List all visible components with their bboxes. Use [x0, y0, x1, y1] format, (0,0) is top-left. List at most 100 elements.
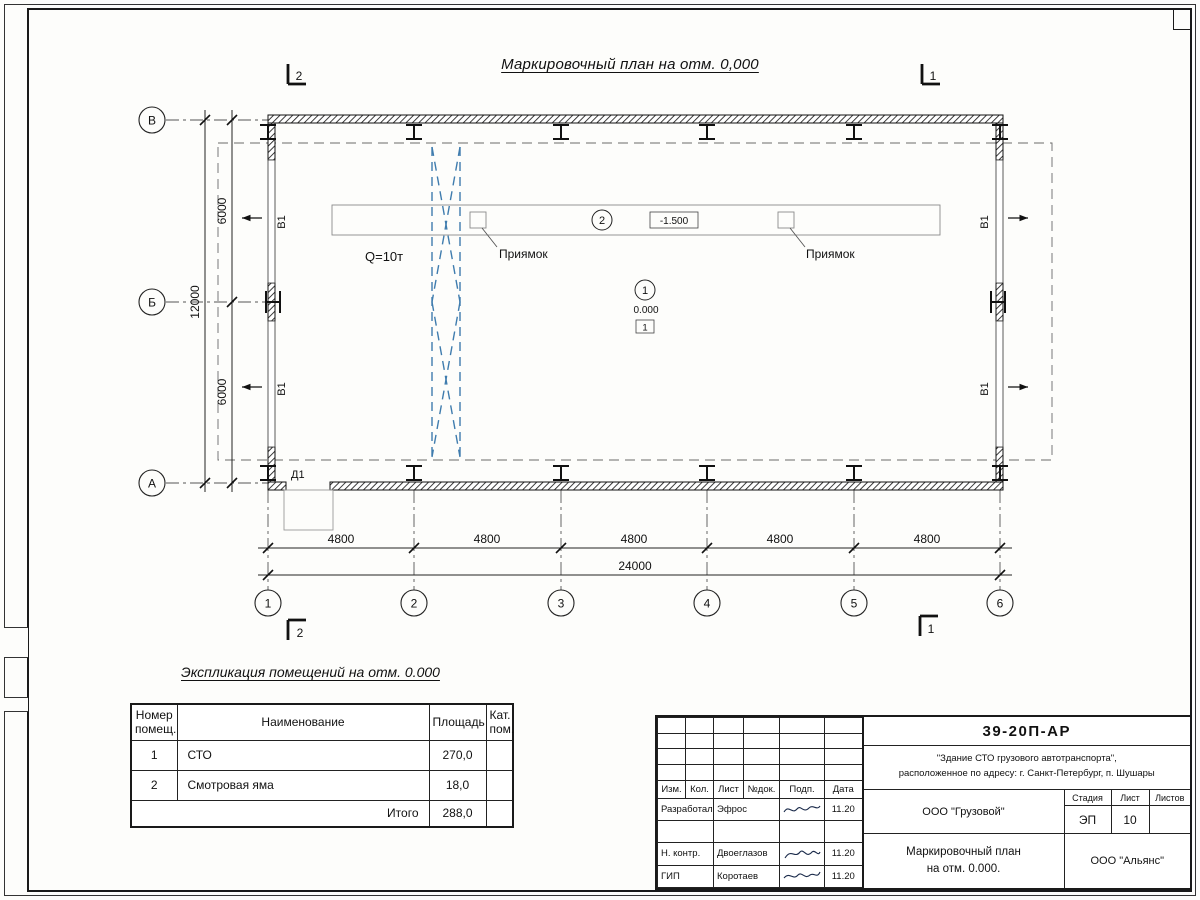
dim-bay-5: 4800 [914, 532, 941, 546]
schedule-title: Экспликация помещений на отм. 0.000 [181, 664, 440, 680]
axis-circles [138, 106, 1014, 617]
room-number: 1 [130, 739, 178, 771]
object-description-line1: "Здание СТО грузового автотранспорта", [936, 753, 1117, 764]
dim-bay-4: 4800 [767, 532, 794, 546]
axis-label-v: В [148, 114, 156, 128]
crane-runway-outline [217, 142, 1053, 461]
axis-label-b: Б [148, 296, 156, 310]
window-mark-left-bottom: В1 [276, 382, 288, 395]
person-date: 11.20 [824, 797, 863, 821]
dimension-ticks [199, 114, 1006, 581]
person-date: 11.20 [824, 842, 863, 866]
axis-label-6: 6 [997, 597, 1004, 611]
title-block-middle: ООО "Грузовой" Стадия Лист Листов ЭП 10 [863, 790, 1191, 834]
drawing-frame [27, 8, 1192, 892]
room-area: 270,0 [428, 739, 487, 771]
col-ndok: №док. [743, 779, 780, 799]
door-porch [283, 489, 334, 531]
schedule-total-area: 288,0 [428, 799, 487, 828]
dim-left-1: 6000 [215, 197, 229, 224]
section-label-bottom-left: 2 [297, 626, 304, 640]
person-role [657, 819, 714, 844]
room-schedule-table: Номер помещ. Наименование Площадь Кат. п… [130, 703, 514, 828]
pit-level: -1.500 [660, 216, 689, 227]
pit-label-right: Приямок [806, 247, 855, 261]
walls [267, 114, 1004, 491]
schedule-header-name: Наименование [176, 703, 430, 741]
revision-row [657, 732, 863, 750]
window-mark-right-bottom: В1 [979, 382, 991, 395]
schedule-header-area: Площадь [428, 703, 487, 741]
axis-label-3: 3 [558, 597, 565, 611]
customer-org: ООО "Грузовой" [864, 790, 1065, 833]
schedule-row: 1 СТО 270,0 [130, 739, 514, 771]
person-row: Н. контр. Двоеглазов 11.20 [657, 842, 863, 866]
title-block: Изм. Кол. Лист №док. Подп. Дата Разработ… [655, 715, 1192, 890]
title-block-right: 39-20П-АР "Здание СТО грузового автотран… [863, 717, 1191, 888]
section-label-top-right: 1 [930, 69, 937, 83]
revision-row [657, 717, 863, 734]
crane-capacity-label: Q=10т [365, 249, 403, 264]
col-podp: Подп. [779, 779, 825, 799]
revision-row [657, 763, 863, 781]
person-date: 11.20 [824, 864, 863, 889]
axis-label-5: 5 [851, 597, 858, 611]
pit-label-left: Приямок [499, 247, 548, 261]
axis-label-a: А [148, 477, 156, 491]
room-name: СТО [176, 739, 430, 771]
room-name: Смотровая яма [176, 769, 430, 801]
inspection-pit [331, 204, 941, 248]
revision-row [657, 748, 863, 765]
sheet-title: Маркировочный план на отм. 0.000. [864, 834, 1065, 888]
room-area: 18,0 [428, 769, 487, 801]
schedule-total-label: Итого [130, 799, 430, 828]
person-row: ГИП Коротаев 11.20 [657, 864, 863, 889]
room-cat [485, 739, 514, 771]
sheet-label: Лист [1111, 790, 1150, 806]
object-description-line2: расположенное по адресу: г. Санкт-Петерб… [898, 768, 1155, 780]
window-arrows [242, 214, 1028, 391]
schedule-row: 2 Смотровая яма 18,0 [130, 769, 514, 801]
axis-label-4: 4 [704, 597, 711, 611]
room-number: 2 [130, 769, 178, 801]
outer-border [4, 4, 1196, 896]
floor-type-mark: 1 [642, 323, 647, 334]
schedule-total-row: Итого 288,0 [130, 799, 514, 828]
dim-left-total: 12000 [188, 285, 202, 319]
room-mark-2: 2 [599, 215, 605, 227]
col-list: Лист [713, 779, 744, 799]
person-name [713, 819, 780, 844]
corner-stamp-box [1173, 8, 1192, 30]
window-mark-left-top: В1 [276, 215, 288, 228]
sheets-value [1150, 806, 1191, 833]
stage-label: Стадия [1064, 790, 1112, 806]
binding-edge-mark [4, 627, 28, 658]
dim-bay-1: 4800 [328, 532, 355, 546]
mark-shapes [591, 209, 699, 334]
col-kol: Кол. [685, 779, 714, 799]
person-row: Разработал Эфрос 11.20 [657, 797, 863, 821]
designer-org: ООО "Альянс" [1090, 855, 1165, 867]
binding-edge-mark [4, 697, 28, 712]
col-data: Дата [824, 779, 863, 799]
object-description: "Здание СТО грузового автотранспорта", р… [863, 746, 1190, 790]
title-block-bottom: Маркировочный план на отм. 0.000. ООО "А… [864, 834, 1191, 888]
person-row [657, 819, 863, 844]
axis-lines [166, 119, 1001, 590]
schedule-total-cat [485, 799, 514, 828]
col-izm: Изм. [657, 779, 686, 799]
dim-bay-2: 4800 [474, 532, 501, 546]
schedule-header-cat: Кат. пом. [485, 703, 514, 741]
crane-bridge [431, 146, 461, 458]
section-label-top-left: 2 [296, 69, 303, 83]
floor-plan-svg: 2 1 2 1 В Б А 1 2 3 4 5 6 4800 4800 4800… [138, 64, 1053, 640]
person-role: ГИП [657, 864, 714, 889]
signature [779, 797, 825, 821]
sheets-label: Листов [1149, 790, 1190, 806]
axis-label-2: 2 [411, 597, 418, 611]
plan-title: Маркировочный план на отм. 0,000 [501, 56, 759, 73]
title-block-columns-row: Изм. Кол. Лист №док. Подп. Дата [657, 779, 863, 799]
window-strips [267, 159, 1004, 448]
person-name: Эфрос [713, 797, 780, 821]
